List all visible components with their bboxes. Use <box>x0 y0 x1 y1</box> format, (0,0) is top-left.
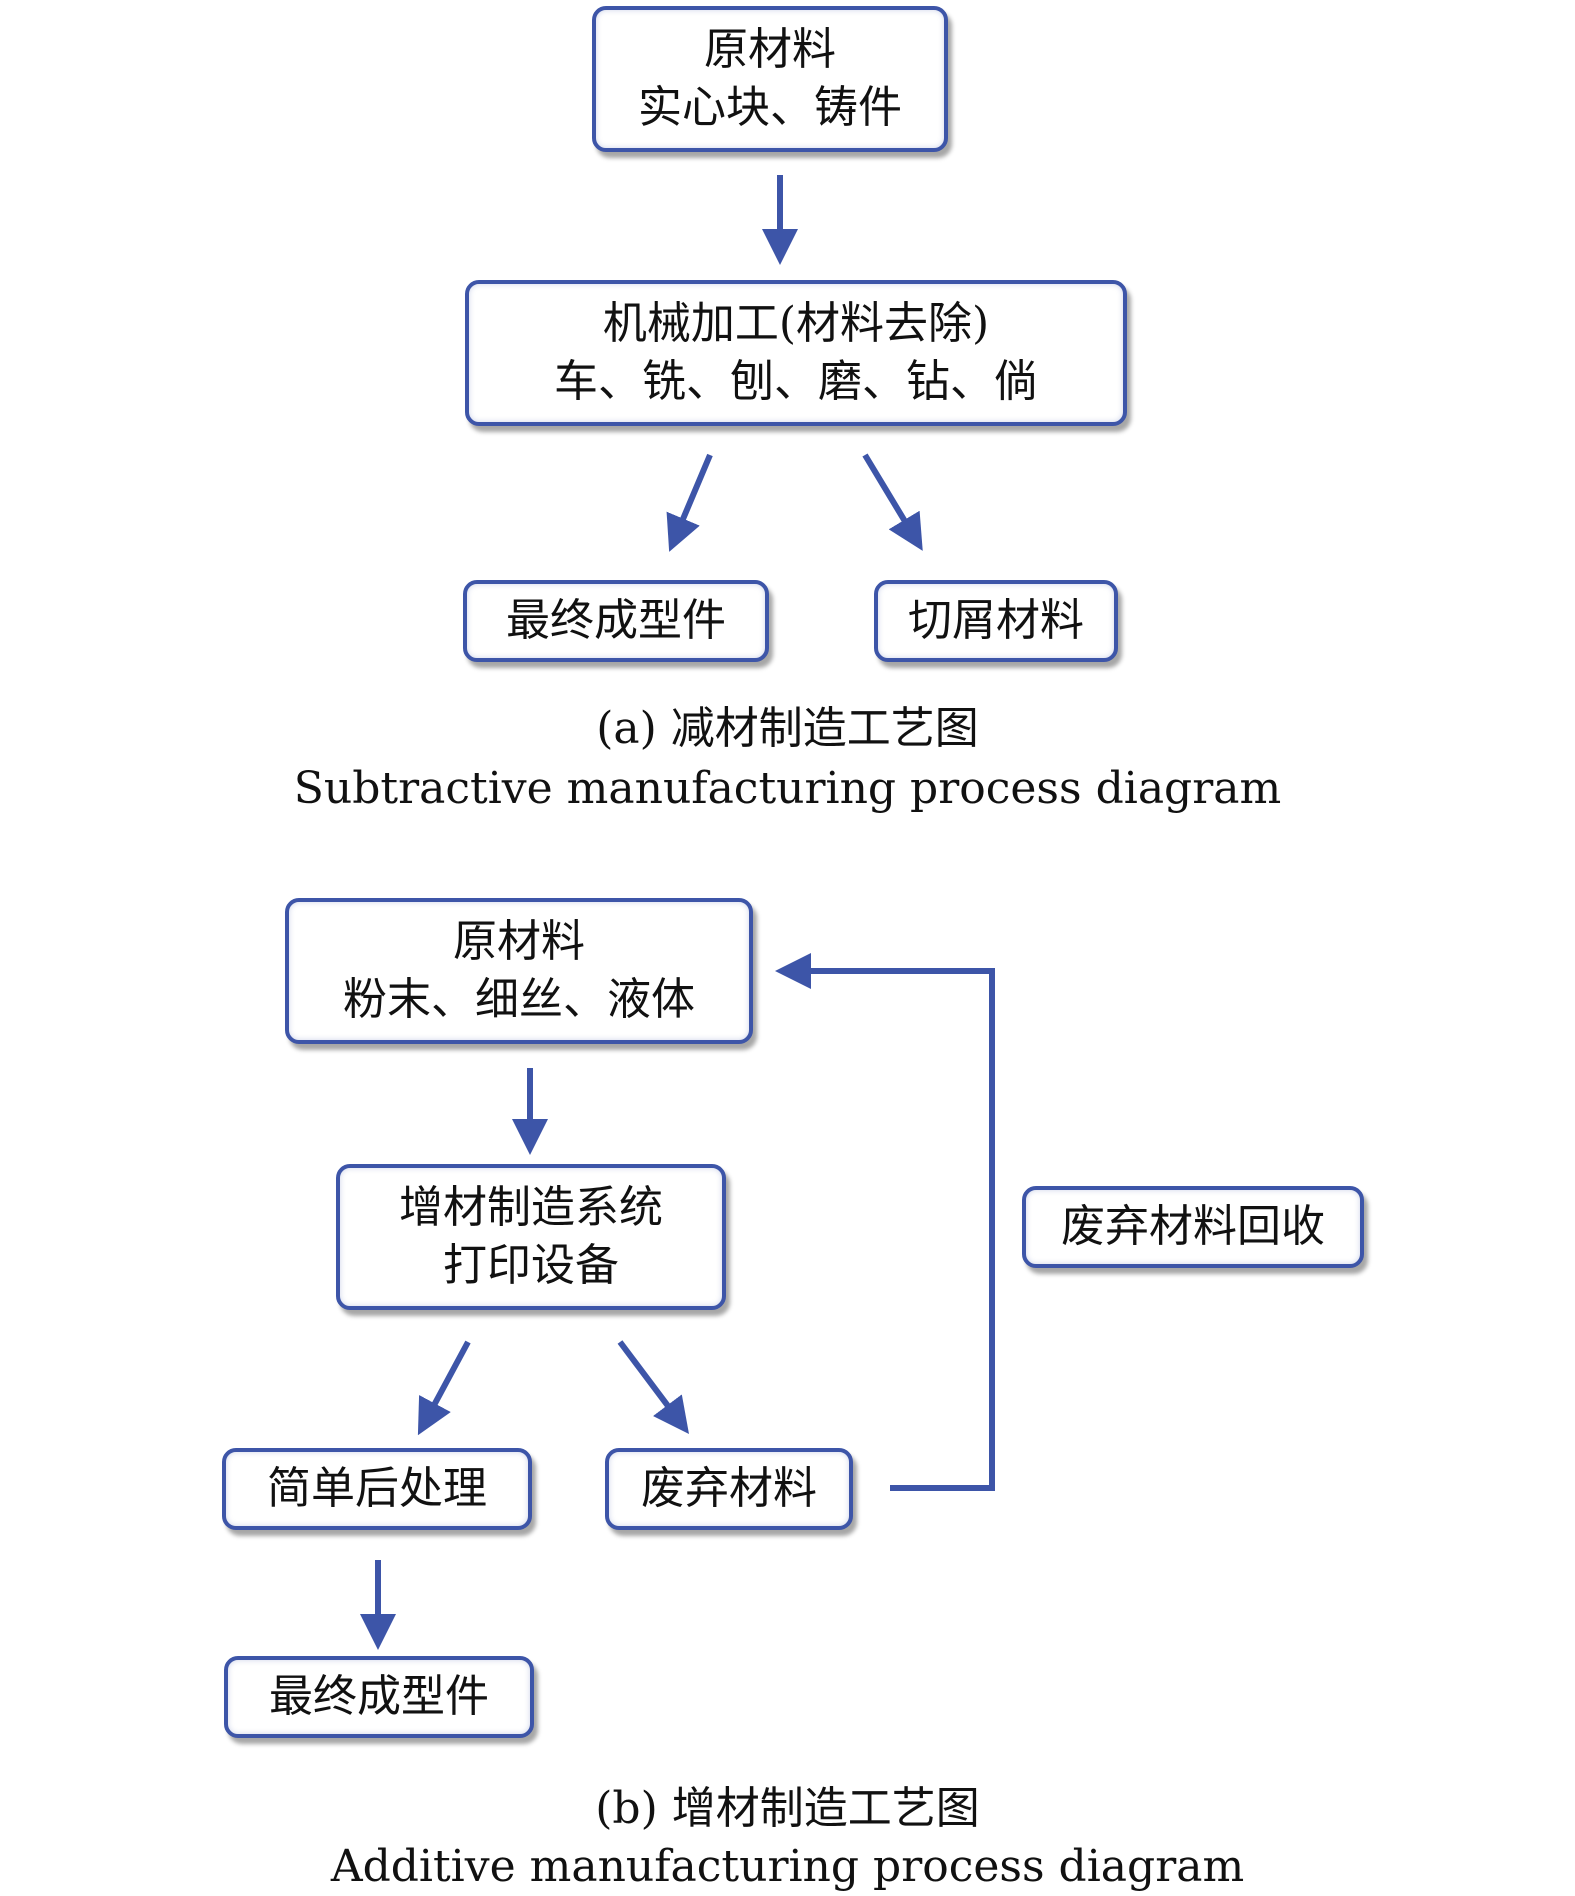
box-b-post-processing-label: 简单后处理 <box>267 1463 487 1514</box>
box-b-am-system: 增材制造系统 打印设备 <box>336 1164 726 1310</box>
caption-a-cn: (a) 减材制造工艺图 <box>596 703 979 754</box>
box-a-final-part: 最终成型件 <box>463 580 769 662</box>
box-b-waste-label: 废弃材料 <box>641 1463 817 1514</box>
box-a-machining: 机械加工(材料去除) 车、铣、刨、磨、钻、倘 <box>465 280 1127 426</box>
arrow-a-machining-to-final <box>666 453 713 552</box>
box-a-chips: 切屑材料 <box>874 580 1118 662</box>
caption-b-cn: (b) 增材制造工艺图 <box>595 1783 980 1834</box>
box-a-raw-material-line2: 实心块、铸件 <box>638 82 902 133</box>
arrow-b-waste-recycle-loop <box>775 953 995 1491</box>
box-a-machining-line1: 机械加工(材料去除) <box>602 298 990 349</box>
box-b-post-processing: 简单后处理 <box>222 1448 532 1530</box>
box-a-chips-label: 切屑材料 <box>908 595 1084 646</box>
arrow-b-system-to-waste <box>617 1340 689 1434</box>
caption-a-en: Subtractive manufacturing process diagra… <box>293 763 1282 814</box>
box-b-waste: 废弃材料 <box>605 1448 853 1530</box>
box-b-final-part: 最终成型件 <box>224 1656 534 1738</box>
box-b-raw-material-line2: 粉末、细丝、液体 <box>343 974 695 1025</box>
box-b-recycling: 废弃材料回收 <box>1022 1186 1364 1268</box>
box-a-machining-line2: 车、铣、刨、磨、钻、倘 <box>554 356 1038 407</box>
box-a-raw-material: 原材料 实心块、铸件 <box>592 6 948 152</box>
box-b-raw-material-line1: 原材料 <box>453 916 585 967</box>
box-b-raw-material: 原材料 粉末、细丝、液体 <box>285 898 753 1044</box>
box-b-am-system-line2: 打印设备 <box>443 1240 619 1291</box>
arrow-b-system-to-post <box>417 1340 471 1436</box>
box-a-final-part-label: 最终成型件 <box>506 595 726 646</box>
box-a-raw-material-line1: 原材料 <box>704 24 836 75</box>
box-b-recycling-label: 废弃材料回收 <box>1061 1201 1325 1252</box>
box-b-am-system-line1: 增材制造系统 <box>399 1182 663 1233</box>
caption-b-en: Additive manufacturing process diagram <box>330 1841 1245 1892</box>
box-b-final-part-label: 最终成型件 <box>269 1671 489 1722</box>
arrow-a-machining-to-chips <box>862 453 923 551</box>
